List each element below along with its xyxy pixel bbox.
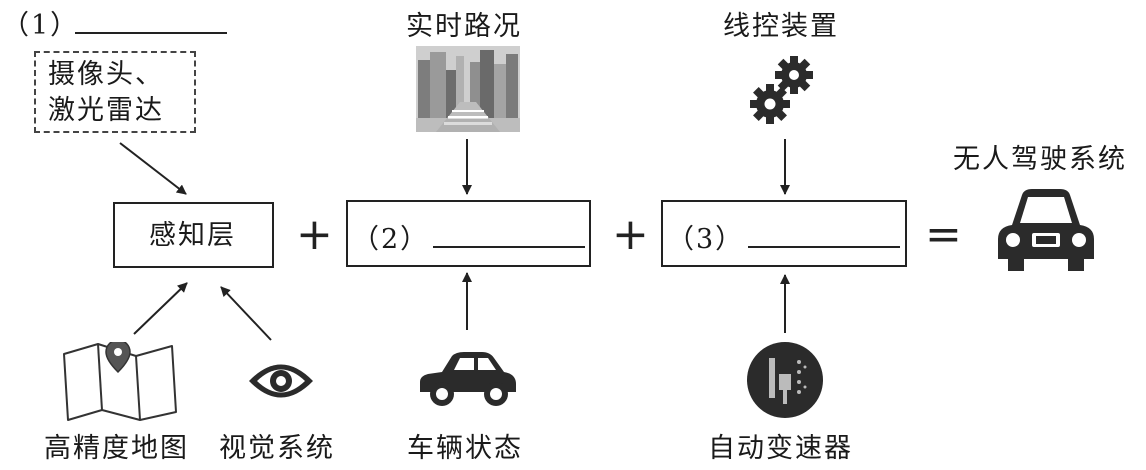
car-side-icon (420, 352, 516, 406)
eye-icon (249, 364, 313, 398)
arrow-vision-to-perception (220, 286, 272, 341)
blank-2-box: （2） (346, 200, 591, 267)
arrow-map-to-perception (133, 282, 188, 335)
wire-control-label: 线控装置 (723, 11, 839, 42)
blank-3-line (748, 245, 901, 248)
vision-system-label: 视觉系统 (219, 433, 335, 464)
car-front-icon (998, 189, 1094, 271)
sensor-box: 摄像头、 激光雷达 (34, 51, 196, 133)
vehicle-state-label: 车辆状态 (407, 433, 523, 464)
hd-map-label: 高精度地图 (44, 433, 189, 464)
sensor-line-1: 摄像头、 (48, 59, 164, 90)
realtime-traffic-label: 实时路况 (406, 11, 522, 42)
gears-icon (750, 56, 813, 124)
blank-3-box: （3） (661, 200, 907, 267)
plus-operator-1: + (296, 209, 333, 260)
arrow-sensor-to-perception (119, 142, 187, 195)
blank-1: （1） (2, 10, 228, 42)
autonomous-system-label: 无人驾驶系统 (953, 144, 1127, 175)
perception-label: 感知层 (149, 220, 236, 251)
plus-operator-2: + (612, 209, 649, 260)
gear-shifter-icon (747, 342, 823, 418)
city-street-icon (416, 46, 520, 132)
blank-3: （3） (667, 224, 901, 256)
equals-operator: = (925, 209, 962, 260)
blank-2-label: （2） (352, 224, 430, 255)
blank-1-label: （1） (2, 10, 80, 41)
blank-2: （2） (352, 224, 586, 256)
blank-1-line (75, 31, 228, 34)
blank-3-label: （3） (667, 224, 745, 255)
auto-transmission-label: 自动变速器 (708, 433, 853, 464)
blank-2-line (433, 245, 586, 248)
perception-box: 感知层 (113, 202, 274, 268)
map-pin-icon (63, 342, 177, 421)
sensor-line-2: 激光雷达 (48, 95, 164, 126)
